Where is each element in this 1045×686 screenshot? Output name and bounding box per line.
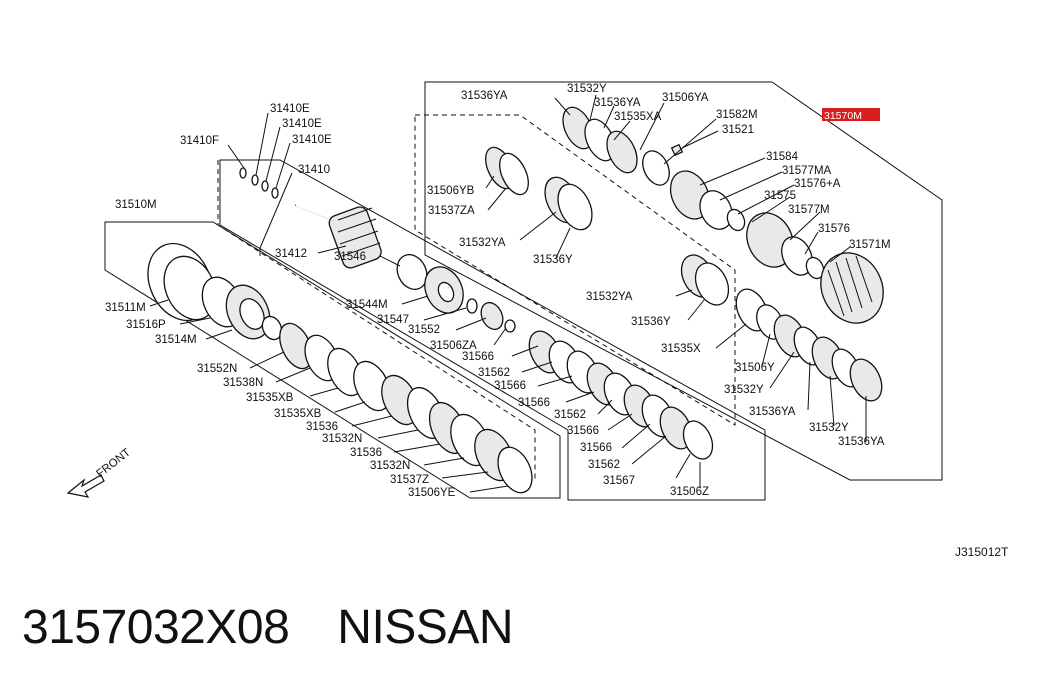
highlight-31570M xyxy=(822,108,880,121)
front-label: FRONT xyxy=(94,447,133,481)
label-31521: 31521 xyxy=(722,124,754,136)
shaft-31410 xyxy=(294,204,382,269)
label-31410E-3: 31410E xyxy=(292,134,332,146)
label-31537Z: 31537Z xyxy=(390,474,429,486)
dashed-guide-left xyxy=(217,160,536,480)
label-31516P: 31516P xyxy=(126,319,166,331)
label-31532Y-top: 31532Y xyxy=(567,83,607,95)
label-31566-1: 31566 xyxy=(462,351,494,363)
label-31536YA-4: 31536YA xyxy=(838,436,885,448)
label-31584: 31584 xyxy=(766,151,799,163)
label-31536-2: 31536 xyxy=(350,447,382,459)
label-31566-2: 31566 xyxy=(494,380,526,392)
label-31575: 31575 xyxy=(764,190,796,202)
right-drum-31570M xyxy=(669,170,825,280)
outer-group-box-left xyxy=(104,221,561,499)
label-31552N: 31552N xyxy=(197,363,237,375)
right-lower-discs xyxy=(735,288,883,402)
label-31506Y: 31506Y xyxy=(735,362,775,374)
part-number: 3157032X08 xyxy=(22,601,290,654)
label-31510M: 31510M xyxy=(115,199,157,211)
label-31532N-1: 31532N xyxy=(322,433,362,445)
label-31535XA: 31535XA xyxy=(614,111,662,123)
label-31537ZA: 31537ZA xyxy=(428,205,475,217)
label-31535XB-2: 31535XB xyxy=(274,408,322,420)
parts-diagram: 31410F 31410E 31410E 31410E 31410 31412 … xyxy=(66,81,1009,559)
label-31577M: 31577M xyxy=(788,204,830,216)
label-31506YE: 31506YE xyxy=(408,487,456,499)
middle-clutch-discs xyxy=(528,330,714,460)
middle-parts xyxy=(396,253,516,333)
brand-name: NISSAN xyxy=(337,601,513,654)
label-31566-5: 31566 xyxy=(580,442,612,454)
caption: 3157032X08 NISSAN xyxy=(22,600,561,655)
label-31412: 31412 xyxy=(275,248,307,260)
label-31546: 31546 xyxy=(334,251,366,263)
hub-31514M xyxy=(225,284,283,341)
small-rings-31410E xyxy=(239,167,279,199)
label-31410F: 31410F xyxy=(180,135,219,147)
label-31570M: 31570M xyxy=(824,110,862,122)
leader-lines xyxy=(149,94,867,493)
label-31506YB: 31506YB xyxy=(427,185,475,197)
label-31577MA: 31577MA xyxy=(782,165,832,177)
label-31532YA-2: 31532YA xyxy=(586,291,633,303)
label-31576A: 31576+A xyxy=(794,178,841,190)
label-31562-1: 31562 xyxy=(478,367,510,379)
label-31566-3: 31566 xyxy=(518,397,550,409)
label-31535X: 31535X xyxy=(661,343,701,355)
label-31567: 31567 xyxy=(603,475,635,487)
label-31514M: 31514M xyxy=(155,334,197,346)
outer-group-box-right xyxy=(424,81,943,481)
label-31532Y-1: 31532Y xyxy=(724,384,764,396)
inner-dashed-box-right xyxy=(414,114,736,426)
label-31576: 31576 xyxy=(818,223,850,235)
left-inner-discs xyxy=(485,146,730,306)
front-arrow: FRONT xyxy=(66,447,133,498)
label-31582M: 31582M xyxy=(716,109,758,121)
label-31532YA-1: 31532YA xyxy=(459,237,506,249)
label-31506ZA: 31506ZA xyxy=(430,340,477,352)
label-31536YA-top: 31536YA xyxy=(461,90,508,102)
label-31410E-1: 31410E xyxy=(270,103,310,115)
part-labels: 31410F 31410E 31410E 31410E 31410 31412 … xyxy=(105,83,891,499)
ring-gear-31571M xyxy=(820,252,884,324)
label-31571M: 31571M xyxy=(849,239,891,251)
label-31562-2: 31562 xyxy=(554,409,586,421)
label-31410: 31410 xyxy=(298,164,330,176)
label-31544M: 31544M xyxy=(346,299,388,311)
label-31535XB-1: 31535XB xyxy=(246,392,294,404)
label-31506YA: 31506YA xyxy=(662,92,709,104)
label-31547: 31547 xyxy=(377,314,409,326)
label-31538N: 31538N xyxy=(223,377,263,389)
left-clutch-discs xyxy=(279,322,533,494)
label-31566-4: 31566 xyxy=(567,425,599,437)
label-31536YA-2: 31536YA xyxy=(594,97,641,109)
label-31506Z: 31506Z xyxy=(670,486,709,498)
label-31562-3: 31562 xyxy=(588,459,620,471)
label-31536YA-3: 31536YA xyxy=(749,406,796,418)
label-31532N-2: 31532N xyxy=(370,460,410,472)
middle-group-box xyxy=(219,159,766,501)
label-31532Y-2: 31532Y xyxy=(809,422,849,434)
label-31536Y-1: 31536Y xyxy=(533,254,573,266)
label-31536-1: 31536 xyxy=(306,421,338,433)
right-top-discs xyxy=(562,106,684,186)
label-31536Y-2: 31536Y xyxy=(631,316,671,328)
label-31511M: 31511M xyxy=(105,302,146,314)
label-31410E-2: 31410E xyxy=(282,118,322,130)
label-31552: 31552 xyxy=(408,324,440,336)
diagram-code: J315012T xyxy=(955,545,1009,559)
